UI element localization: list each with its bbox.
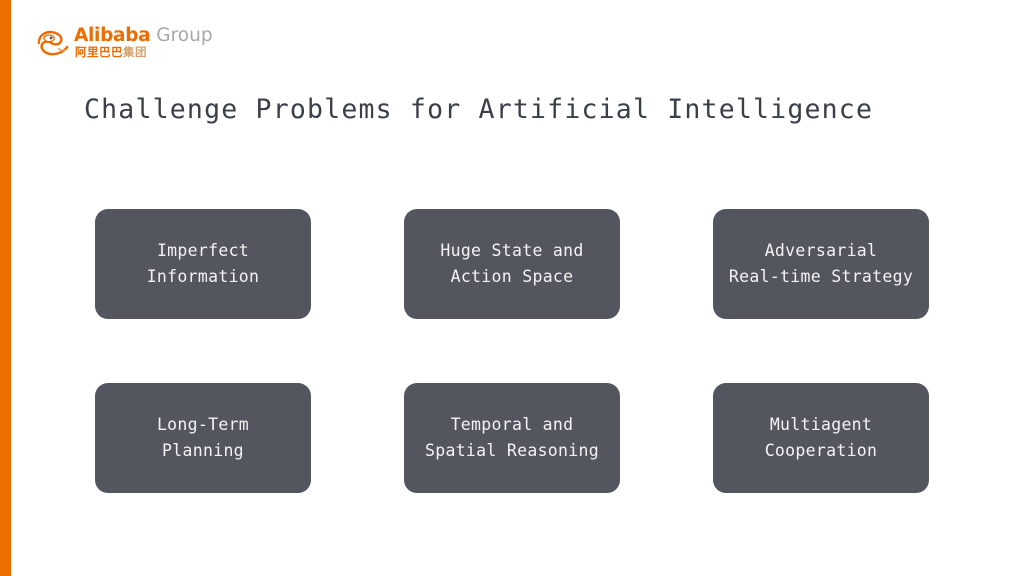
logo-suffix-text: Group: [150, 25, 213, 46]
card-adversarial-real-time-strategy[interactable]: Adversarial Real-time Strategy: [713, 209, 929, 319]
card-label: Multiagent Cooperation: [764, 415, 878, 460]
challenge-card-grid: Imperfect Information Huge State and Act…: [95, 209, 931, 493]
alibaba-group-logo: Alibaba Group 阿里巴巴集团: [34, 26, 214, 60]
card-label: Temporal and Spatial Reasoning: [425, 415, 599, 460]
card-huge-state-and-action-space[interactable]: Huge State and Action Space: [404, 209, 620, 319]
logo-wordmark: Alibaba Group: [74, 26, 213, 45]
card-long-term-planning[interactable]: Long-Term Planning: [95, 383, 311, 493]
card-label: Adversarial Real-time Strategy: [728, 241, 914, 286]
alibaba-swirl-icon: [34, 28, 72, 58]
card-label: Imperfect Information: [146, 241, 260, 286]
card-temporal-and-spatial-reasoning[interactable]: Temporal and Spatial Reasoning: [404, 383, 620, 493]
left-accent-bar: [0, 0, 11, 576]
card-label: Huge State and Action Space: [440, 241, 584, 286]
logo-brand-text: Alibaba: [74, 25, 151, 46]
logo-chinese-main: 阿里巴巴: [75, 45, 123, 59]
logo-chinese-faded: 集团: [123, 45, 147, 59]
card-label: Long-Term Planning: [156, 415, 250, 460]
logo-chinese-text: 阿里巴巴集团: [75, 46, 213, 59]
page-title: Challenge Problems for Artificial Intell…: [84, 94, 874, 125]
card-imperfect-information[interactable]: Imperfect Information: [95, 209, 311, 319]
card-multiagent-cooperation[interactable]: Multiagent Cooperation: [713, 383, 929, 493]
